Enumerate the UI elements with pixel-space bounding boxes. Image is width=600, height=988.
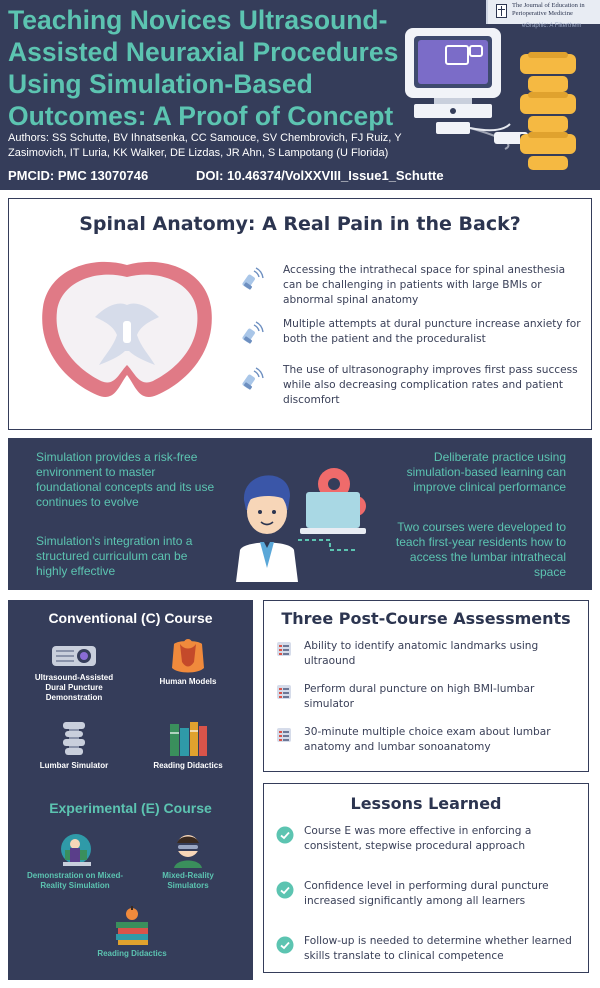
bullet-text: Multiple attempts at dural puncture incr… [283, 318, 581, 345]
doi-label: DOI: 10.46374/VolXXVIII_Issue1_Schutte [196, 168, 444, 183]
lesson-text: Confidence level in performing dural pun… [304, 880, 549, 907]
course-item-label: Human Models [159, 677, 217, 686]
course-item-label: Mixed-Reality Simulators [162, 871, 214, 890]
experimental-course-title: Experimental (E) Course [49, 800, 212, 816]
books-with-apple-icon [116, 906, 148, 945]
ultrasound-machine-icon [405, 28, 576, 170]
author-list: Authors: SS Schutte, BV Ihnatsenka, CC S… [8, 132, 402, 159]
mixed-reality-demo-icon [61, 834, 91, 866]
lesson-text: Follow-up is needed to determine whether… [304, 935, 572, 962]
course-item-label: Ultrasound-Assisted Dural Puncture Demon… [34, 673, 114, 702]
simulation-text-top-right: Deliberate practice using simulation-bas… [406, 450, 566, 494]
simulation-text-bottom-right: Two courses were developed to teach firs… [395, 520, 566, 579]
bullet-text: Accessing the intrathecal space for spin… [283, 264, 566, 306]
spinal-cord-cross-section-icon [42, 261, 212, 397]
assessment-text: 30-minute multiple choice exam about lum… [304, 726, 551, 753]
journal-logo-icon [496, 4, 507, 18]
checklist-icon [277, 642, 291, 656]
checklist-icon [277, 685, 291, 699]
course-item: Mixed-Reality Simulators [148, 832, 228, 891]
vr-headset-icon [174, 835, 202, 868]
simulation-section: Simulation provides a risk-free environm… [8, 438, 592, 590]
course-item-label: Demonstration on Mixed-Reality Simulatio… [26, 871, 123, 890]
lumbar-simulator-icon [63, 722, 85, 755]
check-circle-icon [276, 881, 294, 899]
pmcid-label: PMCID: PMC 13070746 [8, 168, 149, 183]
course-item: Lumbar Simulator [34, 720, 114, 771]
course-item: Demonstration on Mixed-Reality Simulatio… [22, 832, 128, 891]
title-line: Assisted Neuraxial Procedures [8, 37, 399, 67]
books-icon [170, 722, 207, 756]
header-banner: Teaching Novices Ultrasound- Assisted Ne… [0, 0, 600, 190]
course-item-label: Reading Didactics [153, 761, 223, 770]
simulation-text-bottom-left: Simulation's integration into a structur… [36, 534, 193, 578]
ultrasound-probe-icon [242, 321, 264, 344]
projector-icon [52, 646, 96, 666]
page-title: Teaching Novices Ultrasound- Assisted Ne… [8, 4, 408, 132]
checklist-icon [277, 728, 291, 742]
check-circle-icon [276, 826, 294, 844]
spinal-anatomy-section: Spinal Anatomy: A Real Pain in the Back?… [8, 198, 592, 430]
assessment-text: Ability to identify anatomic landmarks u… [304, 640, 539, 667]
journal-name: The Journal of Education in Perioperativ… [512, 2, 585, 17]
check-circle-icon [276, 936, 294, 954]
bullet-text: The use of ultrasonography improves firs… [283, 364, 578, 406]
section-title: Spinal Anatomy: A Real Pain in the Back? [79, 213, 521, 235]
simulation-text-top-left: Simulation provides a risk-free environm… [36, 450, 215, 509]
conventional-course-title: Conventional (C) Course [48, 610, 213, 626]
course-item-label: Reading Didactics [97, 949, 167, 958]
assessment-text: Perform dural puncture on high BMI-lumba… [304, 683, 535, 710]
course-item: Reading Didactics [148, 720, 228, 771]
title-line: Using Simulation-Based [8, 69, 313, 99]
lessons-title: Lessons Learned [350, 794, 502, 813]
title-line: Teaching Novices Ultrasound- [8, 5, 388, 35]
courses-panel: Conventional (C) Course Ultrasound-Assis… [8, 600, 253, 980]
ultrasound-probe-icon [242, 367, 264, 390]
assessments-title: Three Post-Course Assessments [281, 609, 571, 628]
course-item-label: Lumbar Simulator [39, 761, 109, 770]
doctor-with-laptop-icon [236, 468, 366, 582]
egraphic-label: eGraphic: A Filterthem [522, 23, 582, 29]
human-model-icon [172, 639, 204, 673]
title-line: Outcomes: A Proof of Concept [8, 101, 394, 131]
course-item: Human Models [148, 638, 228, 687]
lesson-text: Course E was more effective in enforcing… [304, 825, 532, 852]
assessments-panel: Three Post-Course Assessments Ability to… [263, 600, 589, 772]
ultrasound-probe-icon [242, 267, 264, 290]
journal-badge: The Journal of Education in Perioperativ… [486, 0, 600, 24]
course-item: Ultrasound-Assisted Dural Puncture Demon… [26, 640, 122, 703]
lessons-learned-panel: Lessons Learned Course E was more effect… [263, 783, 589, 973]
course-item: Reading Didactics [92, 906, 172, 959]
